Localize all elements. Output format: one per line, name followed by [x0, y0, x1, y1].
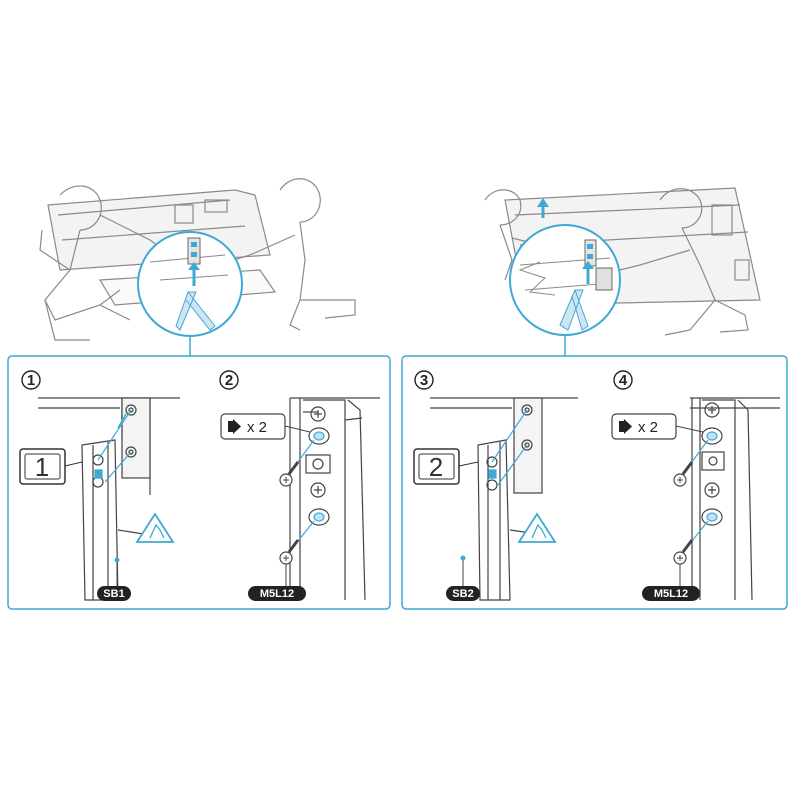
step-number: 3	[420, 372, 428, 389]
part-label: SB2	[452, 588, 473, 600]
bracket-number: 2	[429, 452, 443, 482]
callout-line	[64, 461, 83, 467]
stand-bracket-drawing	[430, 397, 578, 601]
screw-arrow-icon	[619, 419, 632, 434]
bracket-number-box	[413, 448, 460, 485]
screw-label-badge	[642, 586, 700, 601]
bracket-number-inner	[418, 453, 455, 480]
step-3: 3 2 SB2	[413, 370, 578, 601]
step-number: 4	[619, 372, 628, 389]
screw-label: M5L12	[260, 588, 294, 600]
detail-magnifier-right	[509, 224, 621, 336]
panel-right	[401, 355, 788, 610]
part-label: SB1	[103, 588, 124, 600]
leader-dot	[114, 557, 120, 563]
screw-icon	[673, 439, 709, 487]
screw-label: M5L12	[654, 588, 688, 600]
bracket-number: 1	[35, 452, 49, 482]
screw-count: x 2	[638, 419, 658, 436]
step-number-badge	[414, 370, 434, 390]
screw-icon	[279, 439, 315, 487]
detail-magnifier-left	[137, 231, 243, 337]
screw-icon	[673, 520, 709, 565]
part-label-badge	[97, 586, 131, 601]
screw-label-badge	[248, 586, 306, 601]
step-number-badge	[613, 370, 633, 390]
callout-line	[284, 425, 311, 433]
screw-mount-drawing	[690, 397, 780, 601]
callout-line	[458, 461, 479, 467]
bracket-number-box	[19, 448, 66, 485]
leader-dot	[460, 555, 466, 561]
part-label-badge	[446, 586, 480, 601]
step-number: 1	[27, 372, 35, 389]
step-2: 2	[219, 370, 380, 601]
lift-arrow-icon	[537, 198, 549, 218]
step-number: 2	[225, 372, 233, 389]
step-4: 4	[611, 370, 780, 601]
step-1: 1 1 SB1	[19, 370, 180, 601]
screw-mount-drawing	[289, 397, 380, 601]
insert-arrow-icon	[117, 413, 127, 429]
step-number-badge	[21, 370, 41, 390]
stand-bracket-drawing	[38, 397, 180, 601]
screw-count: x 2	[247, 419, 267, 436]
step-number-badge	[219, 370, 239, 390]
callout-line	[675, 425, 704, 433]
screw-arrow-icon	[228, 419, 241, 434]
bracket-number-inner	[24, 453, 61, 480]
caution-pinch-icon	[517, 512, 557, 543]
caution-pinch-icon	[135, 512, 175, 543]
